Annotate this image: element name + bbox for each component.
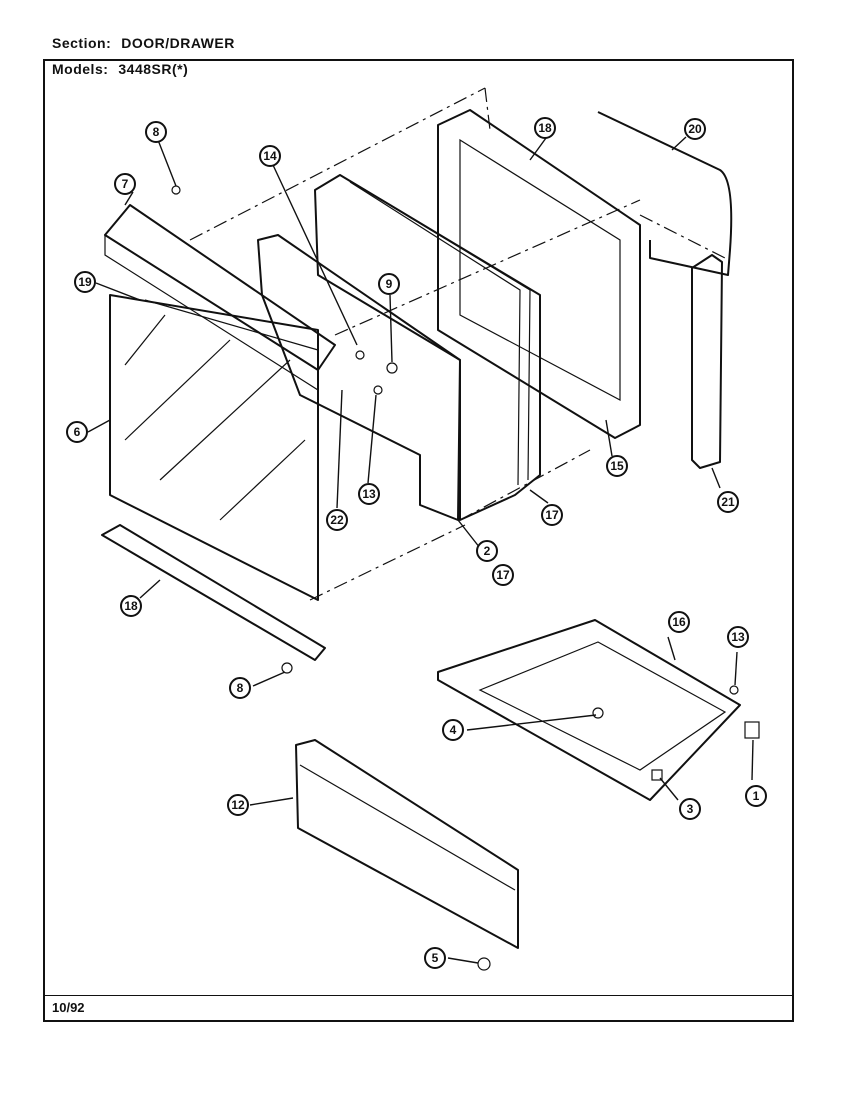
callout-3: 3 [679,798,701,820]
callout-text: 3 [687,802,694,816]
callout-text: 1 [753,789,760,803]
callout-text: 20 [688,122,702,136]
callout-8-top: 8 [145,121,167,143]
callout-text: 17 [496,568,510,582]
callout-15: 15 [606,455,628,477]
callout-text: 15 [610,459,624,473]
callout-text: 7 [122,177,129,191]
callout-text: 12 [231,798,245,812]
callout-1: 1 [745,785,767,807]
callout-text: 16 [672,615,686,629]
callout-18-top: 18 [534,117,556,139]
diagram-frame [43,59,794,1022]
callout-14: 14 [259,145,281,167]
callout-text: 17 [545,508,559,522]
section-header: Section: DOOR/DRAWER [52,35,235,51]
callout-19: 19 [74,271,96,293]
callout-17-lower: 17 [492,564,514,586]
callout-text: 18 [538,121,552,135]
footer-date: 10/92 [52,1000,85,1015]
callout-17: 17 [541,504,563,526]
models-label: Models: [52,61,109,77]
models-value: 3448SR(*) [118,61,189,77]
callout-text: 18 [124,599,138,613]
callout-text: 22 [330,513,344,527]
callout-text: 8 [237,681,244,695]
callout-9: 9 [378,273,400,295]
callout-text: 4 [450,723,457,737]
inner-door-panel [257,234,461,521]
callout-text: 6 [74,425,81,439]
callout-2: 2 [476,540,498,562]
callout-text: 13 [731,630,745,644]
callout-text: 13 [362,487,376,501]
insulation-pad [314,174,541,521]
door-glass-panel [109,294,319,601]
callout-text: 9 [386,277,393,291]
leader-lines [87,136,754,964]
callout-20: 20 [684,118,706,140]
callout-text: 19 [78,275,92,289]
door-side-trim [691,254,723,469]
door-liner-frame [437,109,641,439]
footer-divider [43,995,794,996]
callout-text: 2 [484,544,491,558]
section-label: Section: [52,35,112,51]
callout-16: 16 [668,611,690,633]
projection-lines [189,87,726,601]
callout-4: 4 [442,719,464,741]
door-top-trim [104,204,336,392]
callout-13-drawer: 13 [727,626,749,648]
callout-22: 22 [326,509,348,531]
callout-21: 21 [717,491,739,513]
drawer-body [437,619,741,801]
section-value: DOOR/DRAWER [121,35,235,51]
callout-13-door: 13 [358,483,380,505]
callout-18-bottom: 18 [120,595,142,617]
door-bottom-trim [101,524,326,661]
callout-12: 12 [227,794,249,816]
drawer-front-panel [295,739,519,949]
callout-text: 21 [721,495,735,509]
callout-7: 7 [114,173,136,195]
callout-8-bottom: 8 [229,677,251,699]
callout-text: 14 [263,149,277,163]
door-gasket [597,111,733,276]
models-header: Models: 3448SR(*) [52,61,188,77]
callout-5: 5 [424,947,446,969]
callout-6: 6 [66,421,88,443]
callout-text: 5 [432,951,439,965]
fasteners [171,185,760,971]
callout-text: 8 [153,125,160,139]
